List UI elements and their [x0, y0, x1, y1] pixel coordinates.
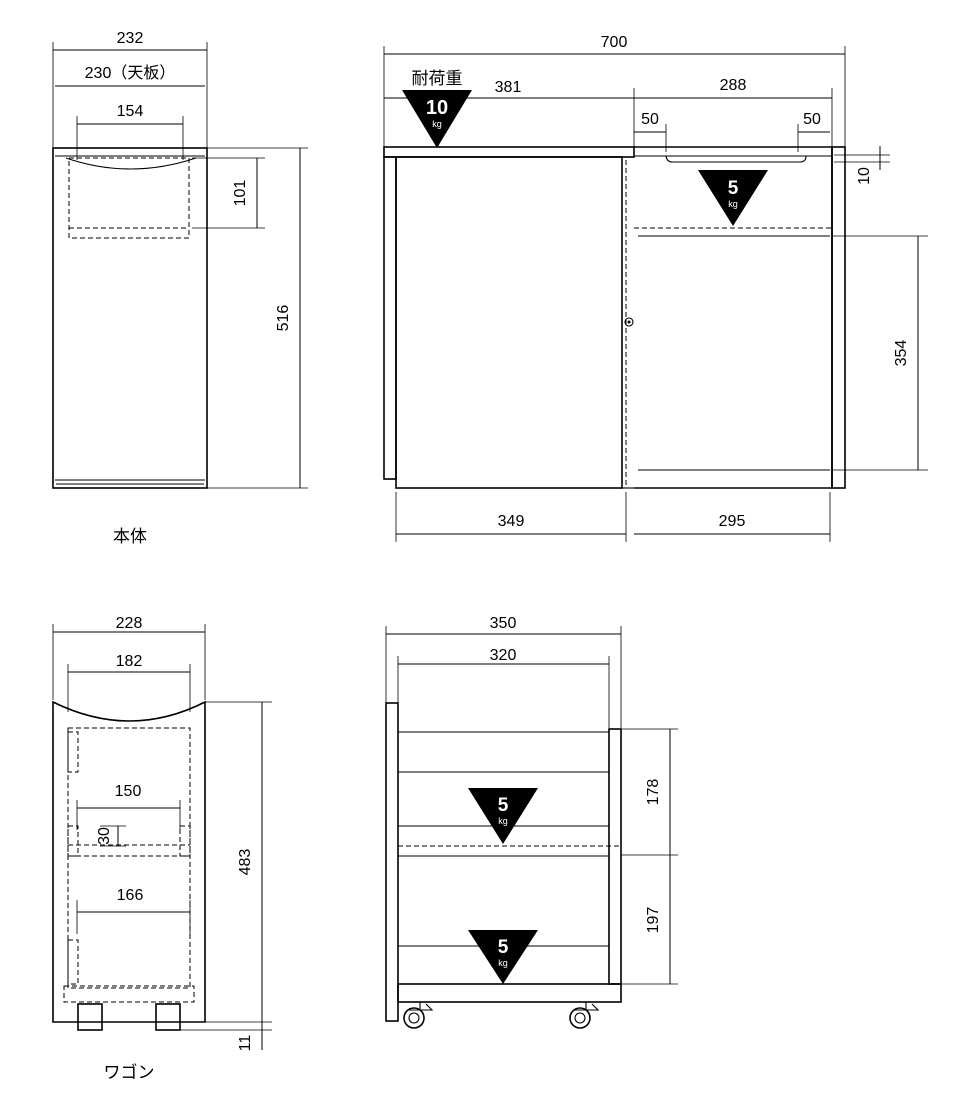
load-value-wagon-lower: 5 — [498, 937, 509, 958]
dim-upper-gap: 178 — [645, 779, 662, 806]
desk-top-left — [383, 146, 635, 158]
dim-right-width: 288 — [720, 77, 747, 94]
dim-inner-upper-h: 30 — [96, 827, 113, 845]
load-value-shelf: 5 — [728, 178, 739, 199]
main-body-side — [395, 156, 623, 489]
load-badge-wagon-upper: 5 kg — [468, 788, 538, 844]
load-badge-shelf: 5 kg — [698, 170, 768, 226]
dim-wagon-width: 228 — [116, 615, 143, 632]
load-badge-top: 耐荷重 10 kg — [402, 69, 472, 148]
wagon-side-view: 350 320 — [385, 615, 678, 1029]
load-unit-wagon-upper: kg — [498, 816, 508, 826]
dim-body-height: 516 — [275, 305, 292, 332]
dim-width-overall: 232 — [117, 30, 144, 47]
dim-caster-gap: 11 — [237, 1035, 254, 1052]
dim-lower-gap: 197 — [645, 907, 662, 934]
load-unit-wagon-lower: kg — [498, 958, 508, 968]
load-badge-wagon-lower: 5 kg — [468, 930, 538, 984]
connector-knob — [624, 317, 634, 327]
dim-inner-lower: 166 — [117, 887, 144, 904]
dim-overall-width: 700 — [601, 34, 628, 51]
main-body-outline — [52, 147, 208, 489]
dim-inner-upper: 150 — [115, 783, 142, 800]
dim-shelf-gap: 354 — [893, 340, 910, 367]
dim-width-top: 230（天板） — [85, 64, 176, 82]
wagon-caption: ワゴン — [104, 1062, 155, 1083]
wagon-outline — [52, 700, 206, 1023]
load-unit-shelf: kg — [728, 199, 738, 209]
wagon-front-post — [608, 728, 622, 985]
dim-left-width: 381 — [495, 79, 522, 96]
dim-slot-left: 50 — [641, 111, 659, 128]
assembled-side-view: 700 381 288 50 50 10 — [383, 34, 928, 542]
dim-slot-right: 50 — [803, 111, 821, 128]
caster-front-right — [155, 1003, 181, 1031]
dim-bottom-left: 349 — [498, 513, 525, 530]
wagon-front-view: 228 182 150 30 166 — [52, 615, 272, 1083]
dim-slot-depth: 10 — [856, 167, 873, 185]
caster-left — [403, 1002, 434, 1029]
caster-right — [569, 1002, 600, 1029]
load-value-top: 10 — [426, 97, 448, 119]
handle-cutout — [65, 157, 197, 170]
main-body-caption: 本体 — [113, 527, 147, 547]
dim-wagon-height: 483 — [237, 849, 254, 876]
caster-front-left — [77, 1003, 103, 1031]
dim-wagon-side-inner: 320 — [490, 647, 517, 664]
wagon-base — [397, 983, 622, 1003]
dim-bottom-right: 295 — [719, 513, 746, 530]
load-label: 耐荷重 — [412, 69, 463, 89]
main-body-front-view: 232 230（天板） 154 101 516 本体 — [52, 30, 308, 547]
dim-handle-width: 154 — [117, 103, 144, 120]
dim-wagon-side-width: 350 — [490, 615, 517, 632]
wagon-back-panel — [385, 702, 399, 1022]
dim-wagon-handle: 182 — [116, 653, 143, 670]
load-value-wagon-upper: 5 — [498, 795, 509, 816]
dim-drawer-height: 101 — [232, 180, 249, 207]
load-unit-top: kg — [432, 119, 442, 129]
